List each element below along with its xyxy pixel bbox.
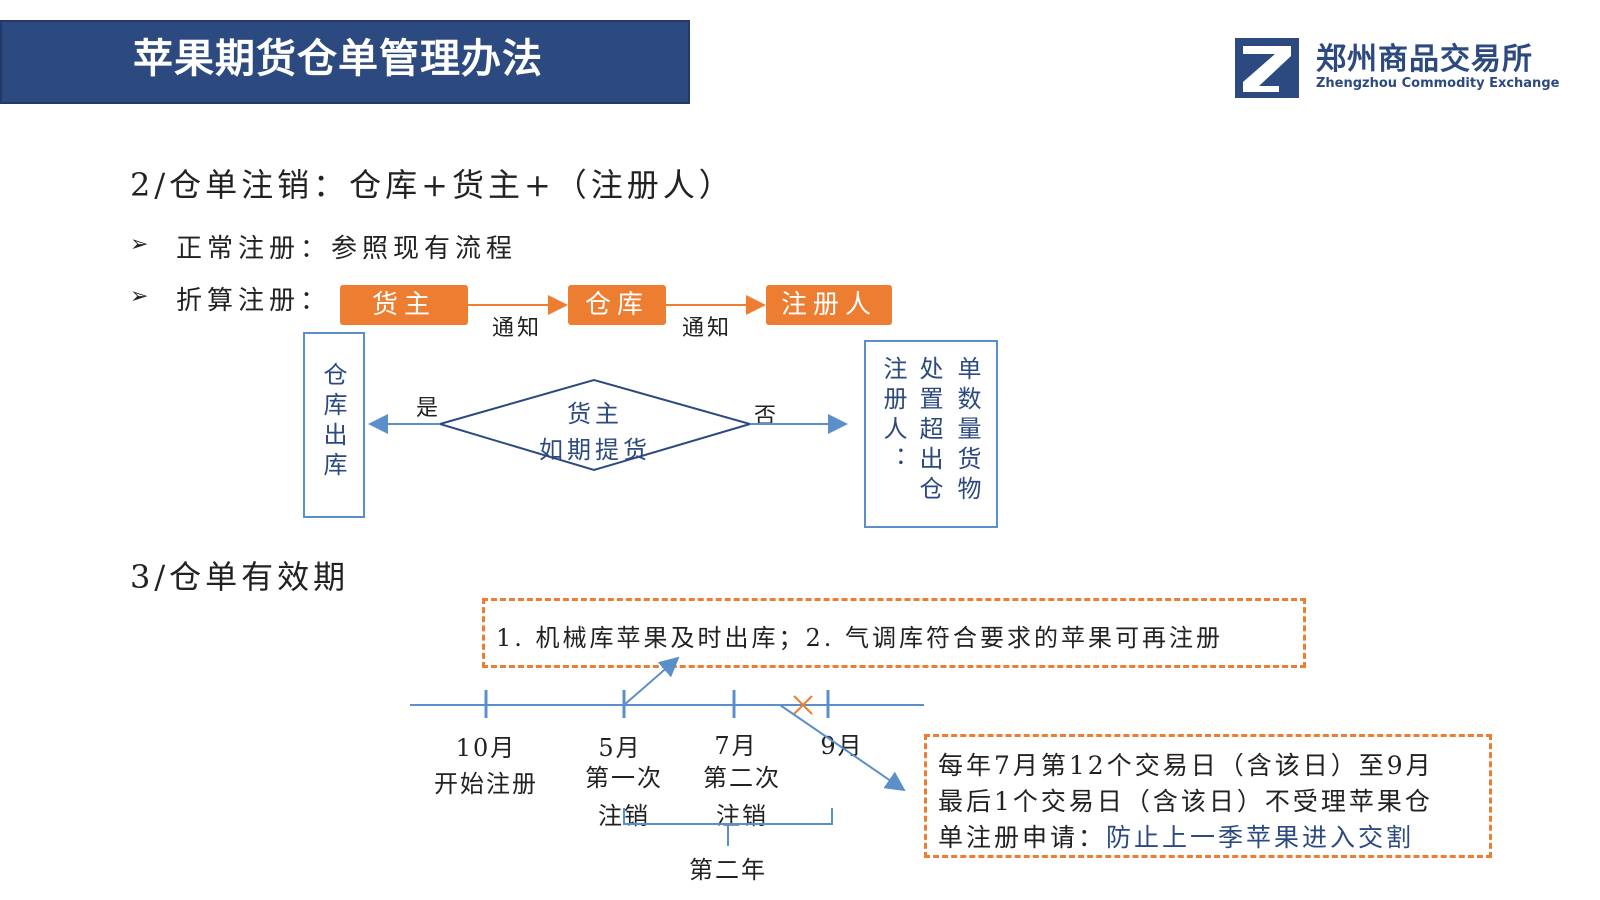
bullet-convert: 折算注册： [176, 286, 332, 316]
side-note-line3-a: 单注册申请： [938, 823, 1107, 852]
bullet-arrow-icon: ➢ [130, 232, 149, 257]
side-note-line2: 最后1个交易日（含该日）不受理苹果仓 [938, 787, 1433, 816]
bullet-normal: 正常注册：参照现有流程 [176, 234, 518, 264]
warehouse-outbound-box [303, 332, 365, 518]
flow-owner-box: 货主 [340, 285, 468, 325]
title-bar [0, 20, 690, 104]
timeline-t1-desc: 开始注册 [434, 770, 538, 798]
decision-diamond [436, 378, 754, 472]
registrant-handling-col3: 单数量货物 [953, 356, 981, 506]
side-note-box [924, 734, 1492, 858]
flow-notify-label-2: 通知 [682, 316, 733, 341]
decision-no-label: 否 [754, 404, 777, 429]
registrant-handling-box [864, 340, 998, 528]
timeline-t2-month: 5月 [598, 734, 642, 762]
timeline-t3-desc1: 第二次 [703, 764, 781, 792]
side-note-line1: 每年7月第12个交易日（含该日）至9月 [938, 751, 1434, 780]
timeline-t2-desc1: 第一次 [585, 764, 663, 792]
zce-logo-icon [1235, 38, 1299, 98]
logo-chinese: 郑州商品交易所 [1316, 42, 1533, 77]
top-note-text: 1. 机械库苹果及时出库；2. 气调库符合要求的苹果可再注册 [496, 624, 1224, 652]
warehouse-outbound-text: 仓库出库 [319, 362, 347, 482]
section3-heading: 3/仓单有效期 [130, 558, 350, 596]
timeline-bracket-label: 第二年 [689, 856, 767, 884]
decision-yes-label: 是 [416, 396, 439, 421]
pointer-arrow-side [779, 704, 906, 792]
bullet-arrow-icon: ➢ [130, 284, 149, 309]
timeline-t3-month: 7月 [714, 732, 758, 760]
registrant-handling-col1: 注册人： [879, 356, 907, 476]
registrant-handling-col2: 处置超出仓 [915, 356, 943, 506]
decision-line1: 货主 [567, 400, 623, 428]
flow-warehouse-box: 仓库 [568, 285, 666, 325]
logo-english: Zhengzhou Commodity Exchange [1316, 76, 1560, 91]
year-bracket [623, 808, 833, 825]
timeline-t1-month: 10月 [455, 734, 517, 762]
timeline-t3-desc2: 注销 [716, 802, 768, 830]
pointer-arrow-top [623, 656, 680, 706]
cross-mark-b [793, 695, 813, 715]
side-note-line3-b: 防止上一季苹果进入交割 [1106, 823, 1415, 852]
section2-heading: 2/仓单注销：仓库+货主+（注册人） [130, 166, 735, 204]
flow-registrant-box: 注册人 [766, 285, 892, 325]
flow-notify-label-1: 通知 [492, 316, 543, 341]
page-title: 苹果期货仓单管理办法 [133, 35, 543, 82]
top-note-box [482, 598, 1306, 668]
side-note-line3: 单注册申请：防止上一季苹果进入交割 [938, 818, 1414, 854]
